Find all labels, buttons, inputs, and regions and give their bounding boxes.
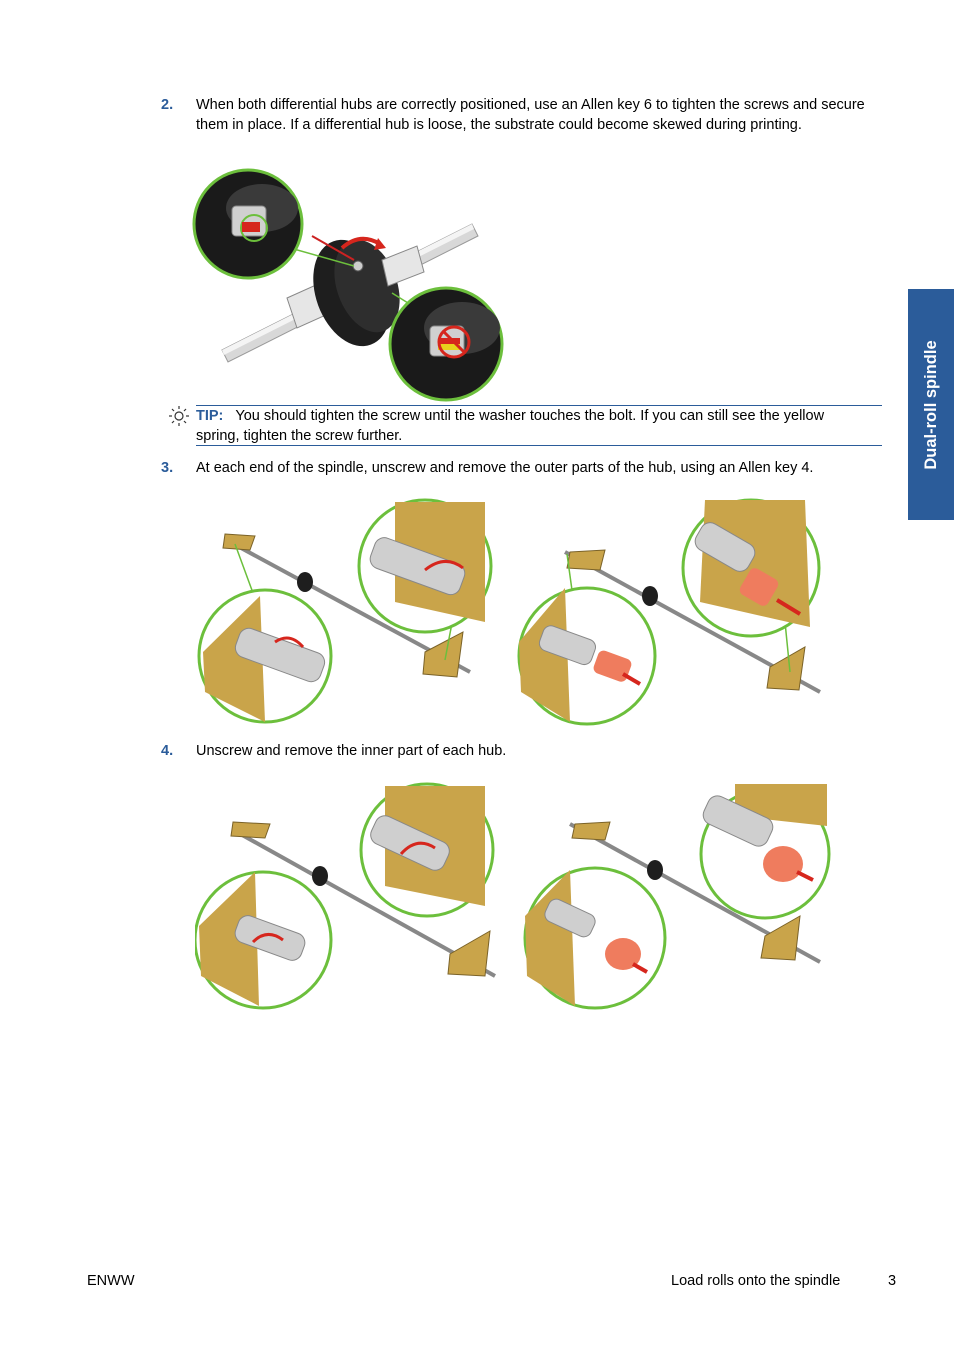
lightbulb-icon bbox=[169, 406, 189, 426]
tip-text: You should tighten the screw until the w… bbox=[196, 408, 825, 444]
outer-hub-removal-illustration bbox=[197, 498, 821, 726]
footer-section: Load rolls onto the spindle bbox=[671, 1273, 841, 1289]
inner-hub-removal-illustration bbox=[195, 782, 831, 1010]
chapter-side-tab[interactable]: Dual-roll spindle bbox=[908, 289, 954, 520]
step-text: At each end of the spindle, unscrew and … bbox=[196, 460, 814, 476]
side-tab-label: Dual-roll spindle bbox=[922, 339, 940, 470]
step-number: 3. bbox=[161, 460, 174, 476]
footer-page-number: 3 bbox=[888, 1273, 897, 1289]
tip-box: TIP:You should tighten the screw until t… bbox=[196, 405, 882, 446]
tip-label: TIP: bbox=[196, 408, 224, 424]
step-text: When both differential hubs are correctl… bbox=[196, 97, 865, 133]
step-number: 4. bbox=[161, 743, 174, 759]
step-text: Unscrew and remove the inner part of eac… bbox=[196, 743, 507, 759]
step-number: 2. bbox=[161, 97, 174, 113]
hub-tightening-illustration bbox=[192, 168, 504, 402]
footer-left: ENWW bbox=[87, 1273, 135, 1289]
tip-body: TIP:You should tighten the screw until t… bbox=[196, 406, 856, 446]
